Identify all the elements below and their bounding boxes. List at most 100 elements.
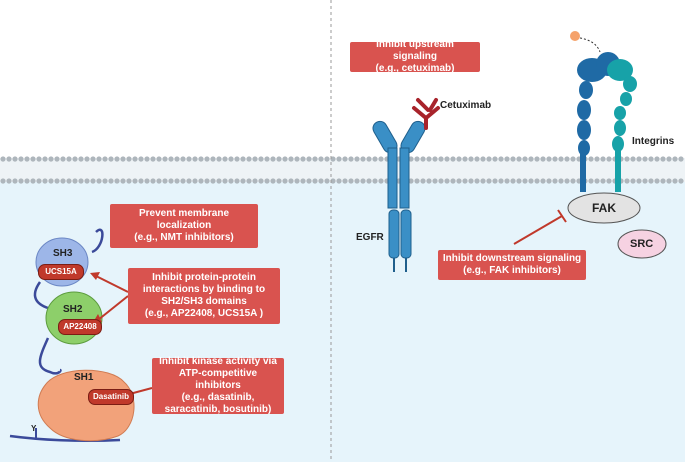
lipid-head: [558, 178, 564, 184]
lipid-head: [474, 156, 480, 162]
lipid-head: [630, 178, 636, 184]
lipid-head: [342, 178, 348, 184]
lipid-head: [570, 156, 576, 162]
lipid-head: [96, 156, 102, 162]
lipid-head: [420, 156, 426, 162]
lipid-head: [108, 178, 114, 184]
lipid-head: [42, 156, 48, 162]
lipid-head: [624, 156, 630, 162]
lipid-head: [648, 156, 654, 162]
lipid-head: [60, 178, 66, 184]
lipid-head: [468, 156, 474, 162]
sh2-label: SH2: [63, 304, 83, 315]
lipid-head: [0, 156, 6, 162]
lipid-head: [324, 156, 330, 162]
lipid-head: [546, 156, 552, 162]
box-inhibit-downstream: Inhibit downstream signaling(e.g., FAK i…: [438, 250, 586, 280]
lipid-head: [522, 178, 528, 184]
lipid-head: [450, 178, 456, 184]
lipid-head: [564, 178, 570, 184]
lipid-head: [120, 156, 126, 162]
lipid-head: [42, 178, 48, 184]
dasatinib-pill: Dasatinib: [88, 389, 134, 405]
lipid-head: [138, 178, 144, 184]
lipid-head: [198, 156, 204, 162]
lipid-head: [456, 178, 462, 184]
lipid-head: [300, 156, 306, 162]
lipid-head: [150, 178, 156, 184]
lipid-head: [12, 156, 18, 162]
lipid-head: [678, 156, 684, 162]
lipid-head: [516, 156, 522, 162]
lipid-head: [228, 178, 234, 184]
lipid-head: [504, 156, 510, 162]
lipid-head: [108, 156, 114, 162]
lipid-head: [654, 178, 660, 184]
lipid-head: [546, 178, 552, 184]
lipid-head: [162, 178, 168, 184]
lipid-head: [486, 178, 492, 184]
lipid-head: [492, 156, 498, 162]
lipid-head: [138, 156, 144, 162]
lipid-head: [414, 178, 420, 184]
lipid-head: [72, 178, 78, 184]
lipid-head: [204, 178, 210, 184]
lipid-head: [24, 156, 30, 162]
lipid-head: [360, 156, 366, 162]
lipid-head: [492, 178, 498, 184]
lipid-head: [594, 156, 600, 162]
lipid-head: [282, 178, 288, 184]
lipid-head: [30, 178, 36, 184]
lipid-head: [102, 178, 108, 184]
lipid-head: [306, 156, 312, 162]
lipid-head: [438, 178, 444, 184]
lipid-head: [294, 156, 300, 162]
lipid-head: [198, 178, 204, 184]
lipid-head: [276, 178, 282, 184]
lipid-head: [540, 156, 546, 162]
lipid-head: [276, 156, 282, 162]
lipid-head: [636, 178, 642, 184]
lipid-head: [60, 156, 66, 162]
lipid-head: [426, 178, 432, 184]
sh1-domain: [37, 369, 135, 442]
lipid-head: [438, 156, 444, 162]
lipid-head: [312, 156, 318, 162]
lipid-head: [36, 178, 42, 184]
lipid-head: [306, 178, 312, 184]
lipid-head: [246, 178, 252, 184]
lipid-head: [486, 156, 492, 162]
lipid-head: [498, 156, 504, 162]
lipid-head: [216, 178, 222, 184]
lipid-head: [312, 178, 318, 184]
lipid-head: [552, 156, 558, 162]
lipid-head: [6, 178, 12, 184]
lipid-head: [18, 178, 24, 184]
lipid-head: [258, 156, 264, 162]
lipid-head: [366, 156, 372, 162]
lipid-head: [522, 156, 528, 162]
lipid-head: [48, 178, 54, 184]
lipid-head: [54, 178, 60, 184]
lipid-head: [474, 178, 480, 184]
lipid-head: [378, 156, 384, 162]
egfr-receptor: [372, 120, 426, 272]
lipid-head: [282, 156, 288, 162]
lipid-head: [234, 156, 240, 162]
lipid-head: [678, 178, 684, 184]
lipid-head: [144, 178, 150, 184]
lipid-head: [510, 178, 516, 184]
lipid-head: [420, 178, 426, 184]
cetuximab-label: Cetuximab: [440, 100, 492, 111]
lipid-head: [588, 156, 594, 162]
lipid-head: [78, 178, 84, 184]
lipid-head: [534, 156, 540, 162]
integrin-receptors: [570, 31, 637, 192]
lipid-head: [498, 178, 504, 184]
lipid-head: [462, 178, 468, 184]
lipid-head: [672, 178, 678, 184]
lipid-head: [516, 178, 522, 184]
lipid-head: [534, 178, 540, 184]
